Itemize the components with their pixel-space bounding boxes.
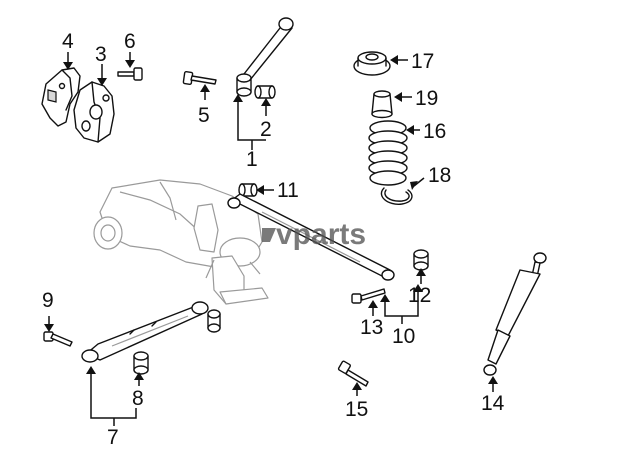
part-14-shock-absorber	[483, 252, 547, 376]
part-lower-arm-bushing	[207, 309, 221, 333]
part-12-bushing	[413, 249, 429, 271]
callout-13: 13	[360, 316, 383, 339]
part-16-coil-spring	[368, 120, 408, 186]
callout-3: 3	[95, 43, 107, 66]
callout-15: 15	[345, 398, 368, 421]
callout-4: 4	[62, 30, 74, 53]
part-17-spring-seat	[353, 51, 391, 76]
part-1-upper-control-arm	[236, 17, 294, 97]
leader-lines	[44, 52, 498, 426]
callout-6: 6	[124, 30, 136, 53]
callout-labels: 4 3 6 5 2 1 11 17 19 16 18 12 13 10 9 8 …	[42, 30, 505, 449]
callout-11: 11	[277, 179, 299, 202]
lateral-rod	[227, 193, 395, 281]
part-4-bracket	[41, 67, 81, 127]
part-7-lower-control-arm	[81, 301, 209, 363]
part-9-bolt	[43, 331, 73, 347]
part-13-bolt	[351, 288, 386, 304]
part-8-bushing	[133, 351, 149, 375]
vparts-logo-mark	[262, 228, 276, 242]
part-11-bushing	[238, 183, 258, 197]
callout-17: 17	[411, 50, 434, 73]
callout-2: 2	[260, 118, 272, 141]
part-18-insulator-ring	[380, 187, 413, 205]
part-6-bolt	[117, 67, 143, 81]
callout-9: 9	[42, 289, 54, 312]
callout-16: 16	[423, 120, 446, 143]
part-2-bushing	[254, 85, 276, 99]
part-15-bolt	[337, 360, 369, 387]
callout-8: 8	[132, 387, 144, 410]
part-3-mount-bracket	[73, 81, 115, 143]
callout-10: 10	[392, 325, 415, 348]
callout-14: 14	[481, 392, 505, 415]
callout-1: 1	[246, 148, 258, 171]
callout-7: 7	[107, 426, 119, 449]
callout-5: 5	[198, 104, 210, 127]
callout-18: 18	[428, 164, 451, 187]
part-5-bolt	[182, 70, 217, 86]
vparts-watermark: vparts	[262, 218, 366, 251]
watermark-text: vparts	[276, 218, 366, 251]
part-19-bump-stop	[371, 90, 393, 119]
callout-12: 12	[408, 284, 431, 307]
callout-19: 19	[415, 87, 438, 110]
rear-axle-housing-ghost	[93, 179, 269, 305]
